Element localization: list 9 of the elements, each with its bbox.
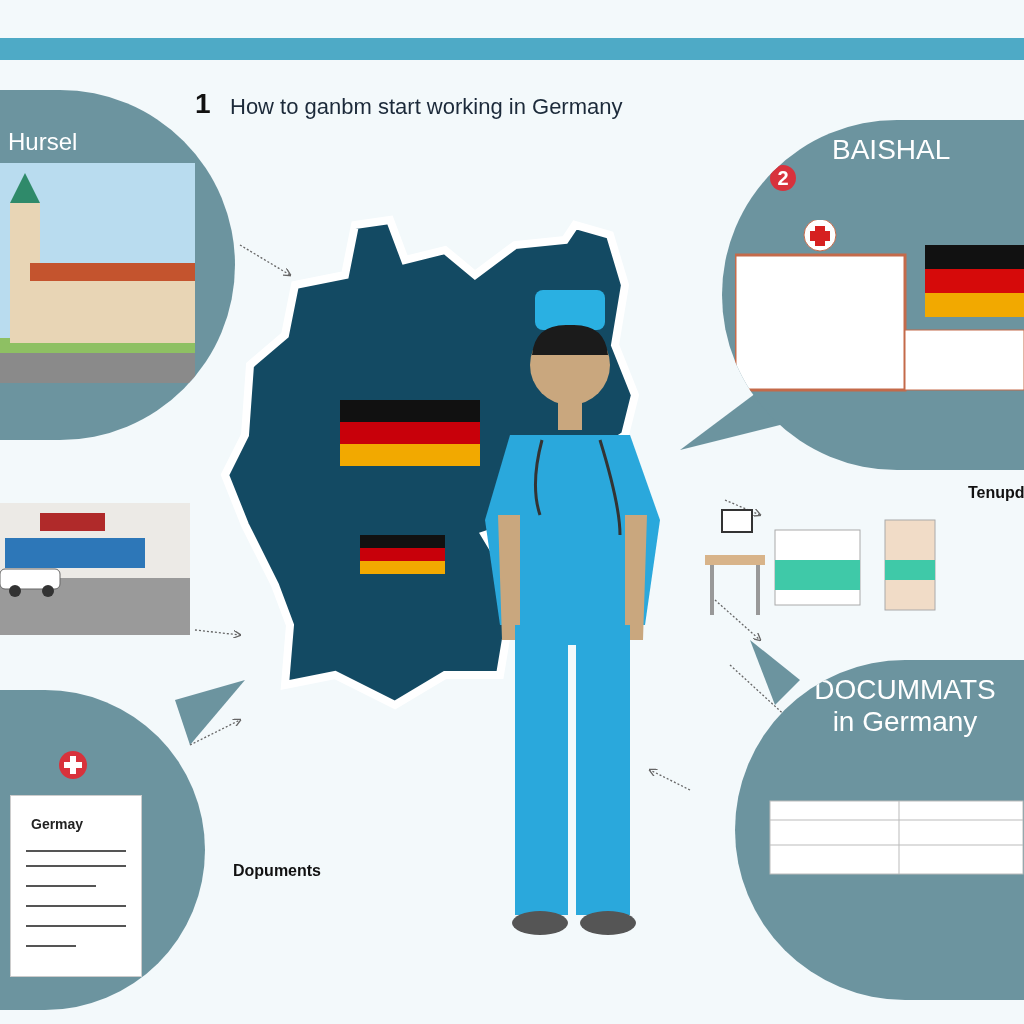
callout-heading: BAISHAL bbox=[832, 134, 951, 166]
section-heading: Tenupd bbox=[968, 484, 1024, 502]
step-number: 1 bbox=[195, 88, 211, 120]
document-heading: Germay bbox=[31, 816, 84, 832]
title: How to ganbm start working in Germany bbox=[230, 94, 623, 120]
callout-heading: DOCUMMATS in Germany bbox=[813, 674, 997, 738]
step-number-badge: 2 bbox=[770, 165, 796, 191]
callout-heading: Hursel bbox=[8, 128, 78, 156]
section-heading: Dopuments bbox=[233, 862, 321, 880]
